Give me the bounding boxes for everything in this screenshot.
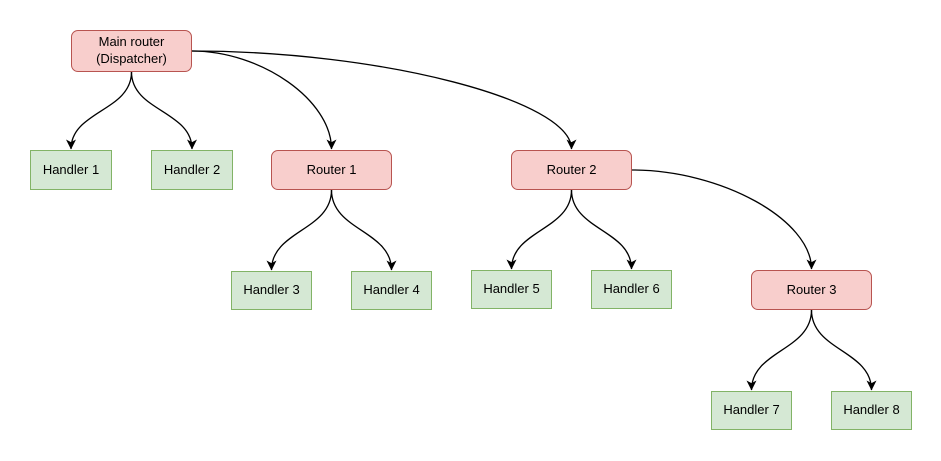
- node-label-h5: Handler 5: [483, 281, 540, 297]
- handler-node-h7: Handler 7: [711, 391, 792, 430]
- edge-r2-to-r3: [631, 169, 817, 270]
- handler-node-h3: Handler 3: [231, 271, 312, 310]
- edge-r1-to-h3: [266, 189, 333, 271]
- node-label-h8: Handler 8: [843, 402, 900, 418]
- node-label-h2: Handler 2: [163, 161, 221, 177]
- edge-main-to-h2: [130, 71, 197, 150]
- router-node-r3: Router 3: [751, 270, 872, 310]
- node-label-r1: Router 1: [306, 161, 357, 177]
- router-node-r2: Router 2: [511, 150, 632, 190]
- handler-node-h5: Handler 5: [471, 270, 552, 309]
- handler-node-h8: Handler 8: [831, 391, 912, 430]
- node-label-h3: Handler 3: [243, 282, 300, 298]
- node-label-h1: Handler 1: [42, 161, 100, 177]
- node-label-h4: Handler 4: [363, 282, 420, 298]
- edge-r2-to-h5: [506, 189, 573, 270]
- edge-r1-to-h4: [330, 189, 397, 271]
- handler-node-h2: Handler 2: [151, 150, 233, 190]
- node-label-h6: Handler 6: [603, 281, 660, 297]
- edge-r2-to-h6: [570, 189, 637, 270]
- handler-node-h4: Handler 4: [351, 271, 432, 310]
- edge-main-to-r1: [191, 50, 337, 150]
- edge-main-to-r2: [191, 50, 577, 150]
- edge-r3-to-h7: [746, 309, 813, 391]
- router-node-r1: Router 1: [271, 150, 392, 190]
- node-label-h7: Handler 7: [723, 402, 780, 418]
- node-label-r3: Router 3: [786, 281, 837, 297]
- edge-main-to-h1: [66, 71, 133, 150]
- node-label-r2: Router 2: [546, 161, 597, 177]
- handler-node-h1: Handler 1: [30, 150, 112, 190]
- handler-node-h6: Handler 6: [591, 270, 672, 309]
- node-label-main: Main router (Dispatcher): [96, 34, 167, 66]
- router-node-main: Main router (Dispatcher): [71, 30, 192, 72]
- edge-r3-to-h8: [810, 309, 877, 391]
